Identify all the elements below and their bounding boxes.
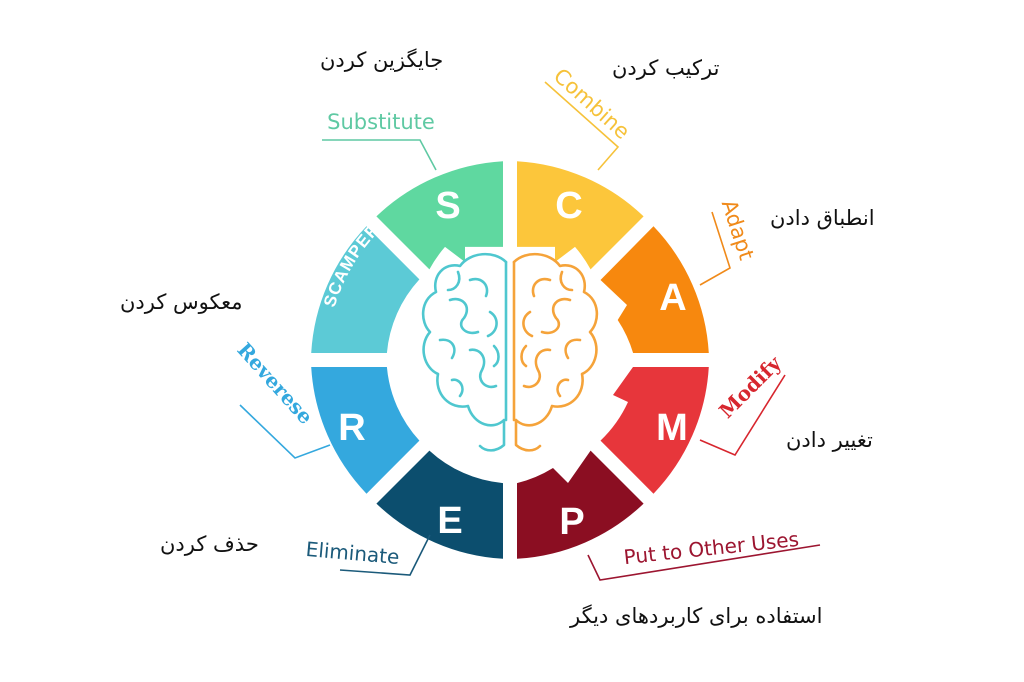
connector-c (544, 81, 620, 171)
segment-c (517, 161, 644, 270)
ring (311, 161, 709, 559)
persian-adapt: انطباق دادن (770, 206, 875, 230)
persian-substitute: جایگزین کردن (320, 48, 444, 72)
segment-a (600, 226, 709, 353)
connector-s (322, 139, 437, 171)
letter-s: S (435, 185, 460, 227)
connector-m (699, 374, 786, 457)
connectors (239, 81, 821, 581)
word-reverese: Reverese (233, 338, 318, 429)
segment-m (600, 367, 709, 494)
segment-r (311, 367, 420, 494)
connector-p (587, 544, 821, 581)
letter-p: P (559, 501, 584, 543)
connector-e (339, 534, 431, 576)
persian-combine: ترکیب کردن (612, 56, 720, 80)
word-adapt: Adapt (717, 197, 759, 263)
word-eliminate: Eliminate (305, 537, 401, 569)
persian-modify: تغییر دادن (786, 428, 873, 452)
letter-m: M (656, 407, 688, 449)
persian-reverse: معکوس کردن (120, 290, 243, 314)
persian-eliminate: حذف کردن (160, 532, 259, 556)
brain-icon (421, 252, 599, 452)
persian-put-to-other-uses: استفاده برای کاربردهای دیگر (570, 604, 823, 628)
segment-p (517, 450, 644, 559)
letter-a: A (659, 277, 686, 319)
letter-r: R (338, 407, 365, 449)
connector-a (699, 211, 731, 286)
word-modify: Modify (714, 350, 787, 423)
letter-c: C (555, 185, 582, 227)
segment-s (376, 161, 503, 270)
brain-right-hemisphere (512, 252, 599, 452)
segment-e (376, 450, 503, 559)
brain-left-hemisphere (421, 252, 508, 452)
connector-r (239, 404, 331, 459)
letter-e: E (437, 500, 462, 542)
word-substitute: Substitute (327, 110, 435, 134)
segment-scamper (311, 226, 420, 353)
